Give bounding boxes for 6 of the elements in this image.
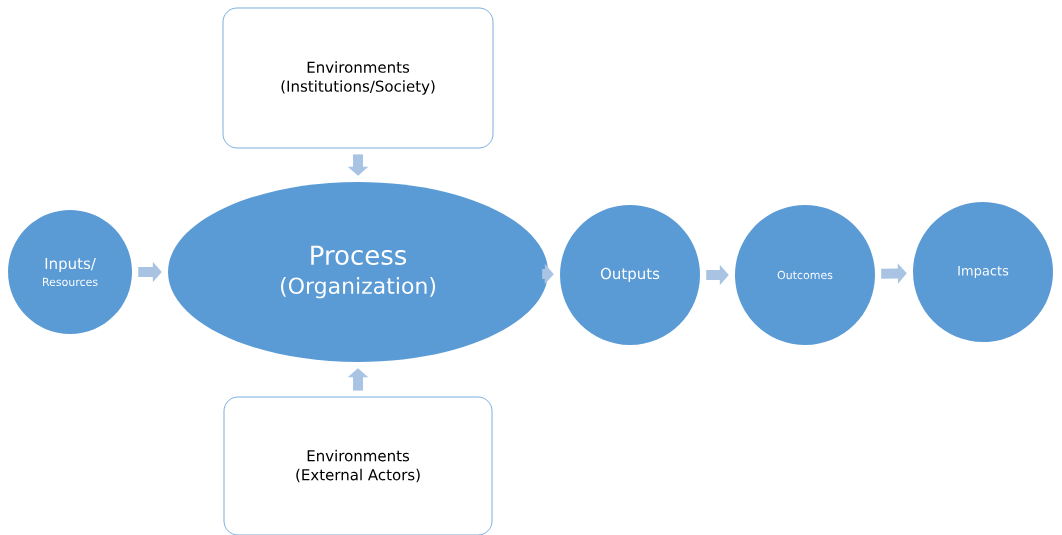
circle-node: Impacts [913, 202, 1053, 342]
circle-node: Outcomes [735, 205, 875, 345]
circle-node: Outputs [560, 205, 700, 345]
environment-box: Environments (Institutions/Society) [222, 7, 494, 149]
circle-node: Inputs/ Resources [8, 210, 132, 334]
environment-box: Environments (External Actors) [223, 396, 493, 535]
